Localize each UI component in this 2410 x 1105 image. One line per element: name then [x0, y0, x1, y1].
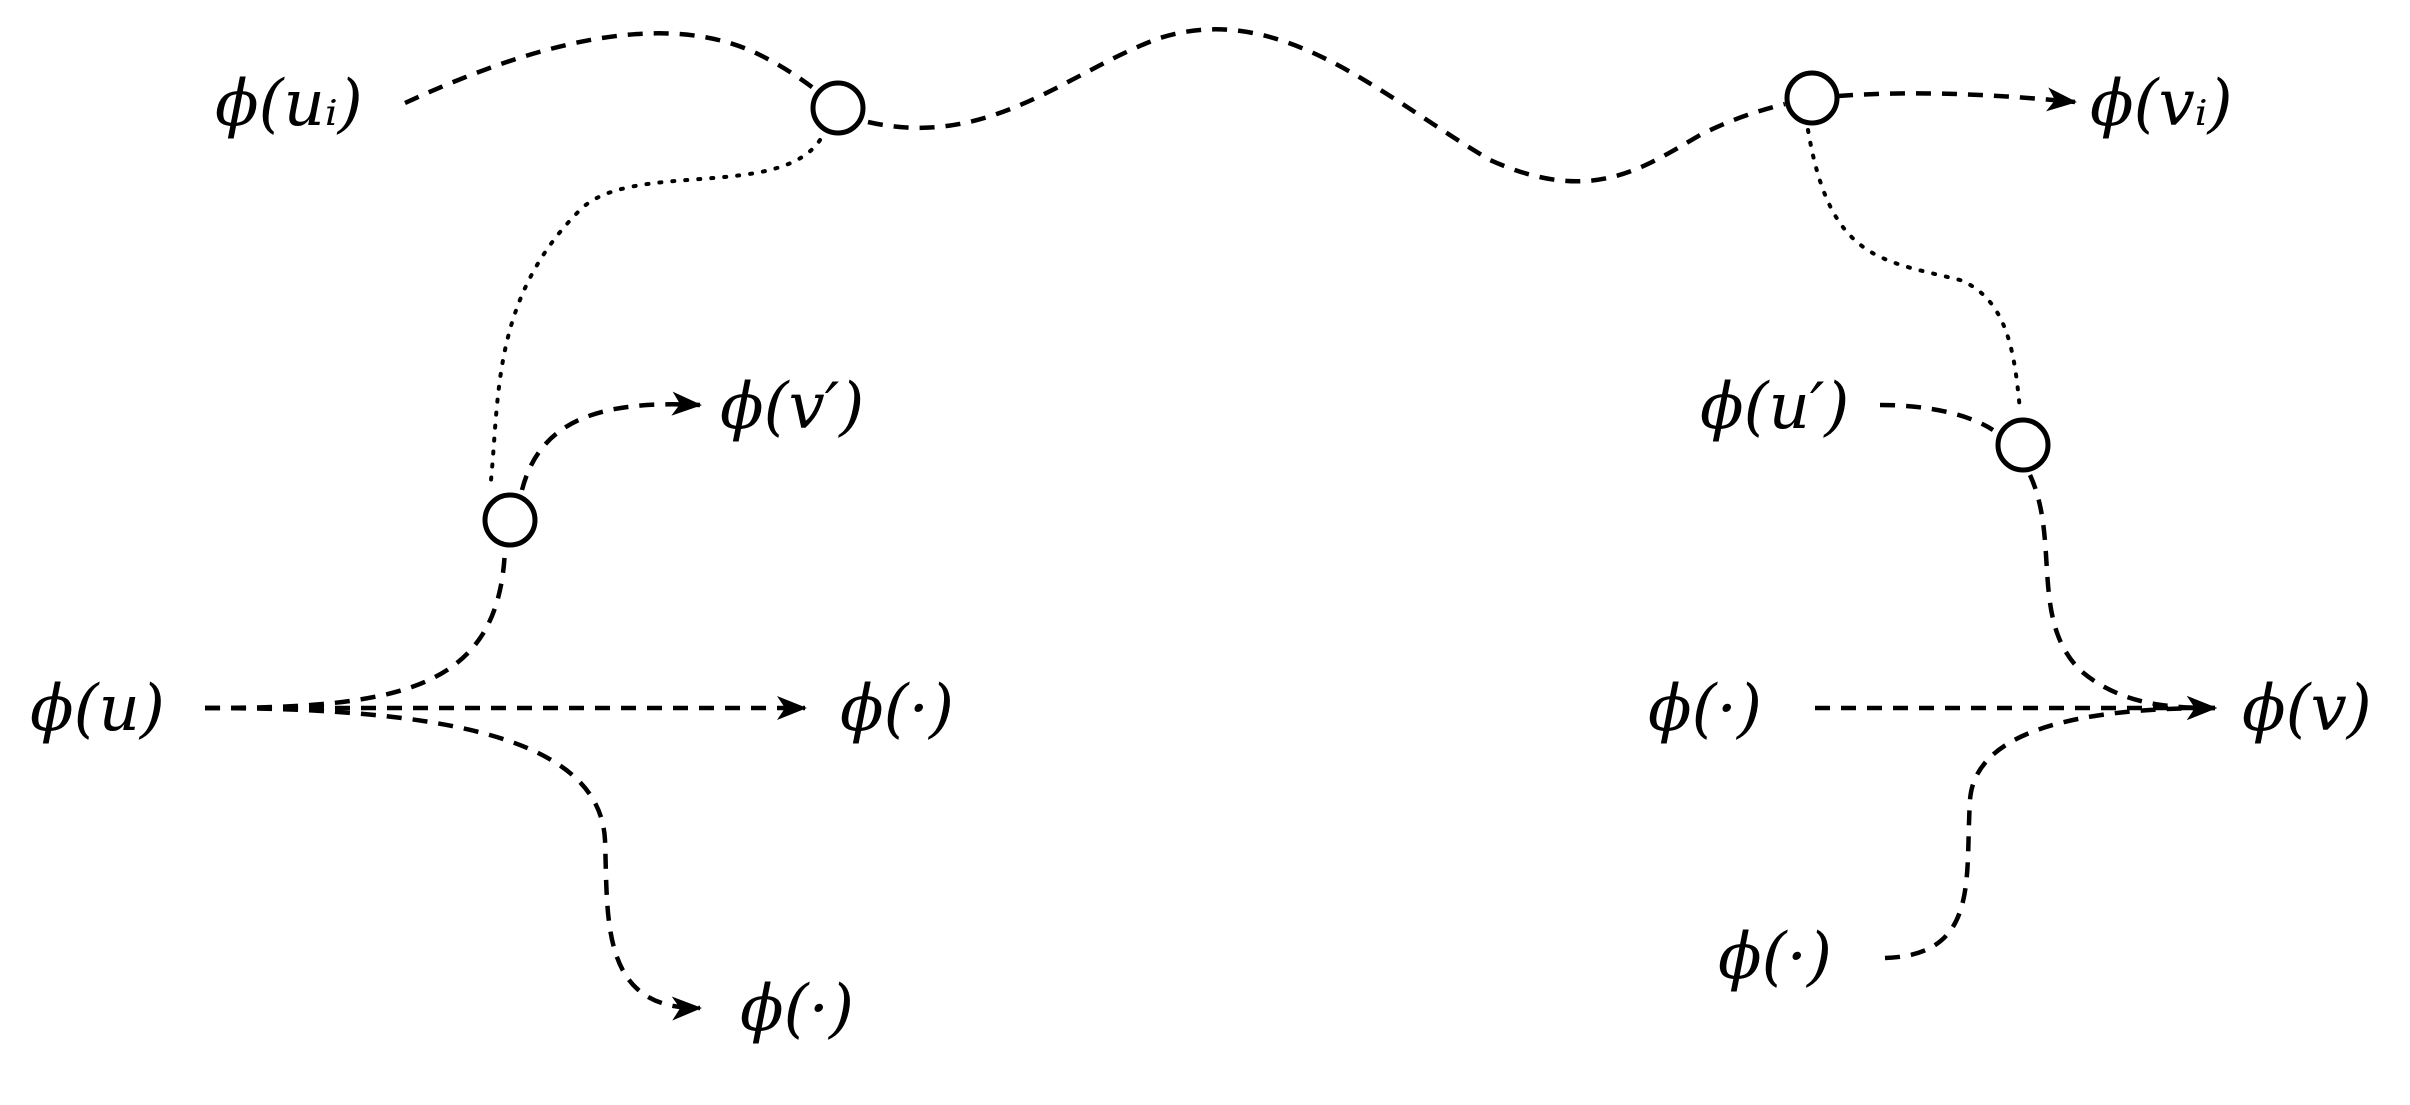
- label-phi-u: ϕ(u): [30, 672, 165, 746]
- edge-dot-bottom-right-to-v: [1884, 696, 2217, 961]
- label-phi-dot-mid-left: ϕ(·): [840, 672, 954, 746]
- edge-node-d-to-v: [2027, 474, 2217, 720]
- node-c: [482, 492, 538, 548]
- node-b: [1784, 70, 1840, 126]
- edge-uprime-to-node-d: [1879, 402, 1995, 432]
- label-phi-v: ϕ(v): [2242, 672, 2372, 746]
- label-phi-dot-mid-right: ϕ(·): [1648, 672, 1762, 746]
- edge-u-to-dot-bottom-left: [204, 705, 702, 1021]
- edge-ui-to-node-a: [404, 31, 837, 107]
- label-phi-dot-bottom-left: ϕ(·): [740, 972, 854, 1046]
- label-phi-ui: ϕ(uᵢ): [215, 67, 363, 141]
- label-phi-uprime: ϕ(u′): [1700, 370, 1849, 444]
- edge-u-to-node-c: [204, 547, 508, 711]
- dotted-node-b-to-node-d: [1806, 128, 2022, 412]
- edge-node-a-to-node-b: [867, 27, 1786, 184]
- dotted-node-a-to-node-c: [488, 138, 822, 492]
- label-phi-vprime: ϕ(v′): [720, 370, 864, 444]
- node-d: [1995, 417, 2051, 473]
- node-a: [810, 80, 866, 136]
- label-phi-dot-bottom-right: ϕ(·): [1718, 920, 1832, 994]
- label-phi-vi: ϕ(vᵢ): [2090, 67, 2233, 141]
- edge-node-c-to-vprime: [519, 391, 702, 491]
- edge-node-b-to-vi: [1837, 87, 2077, 112]
